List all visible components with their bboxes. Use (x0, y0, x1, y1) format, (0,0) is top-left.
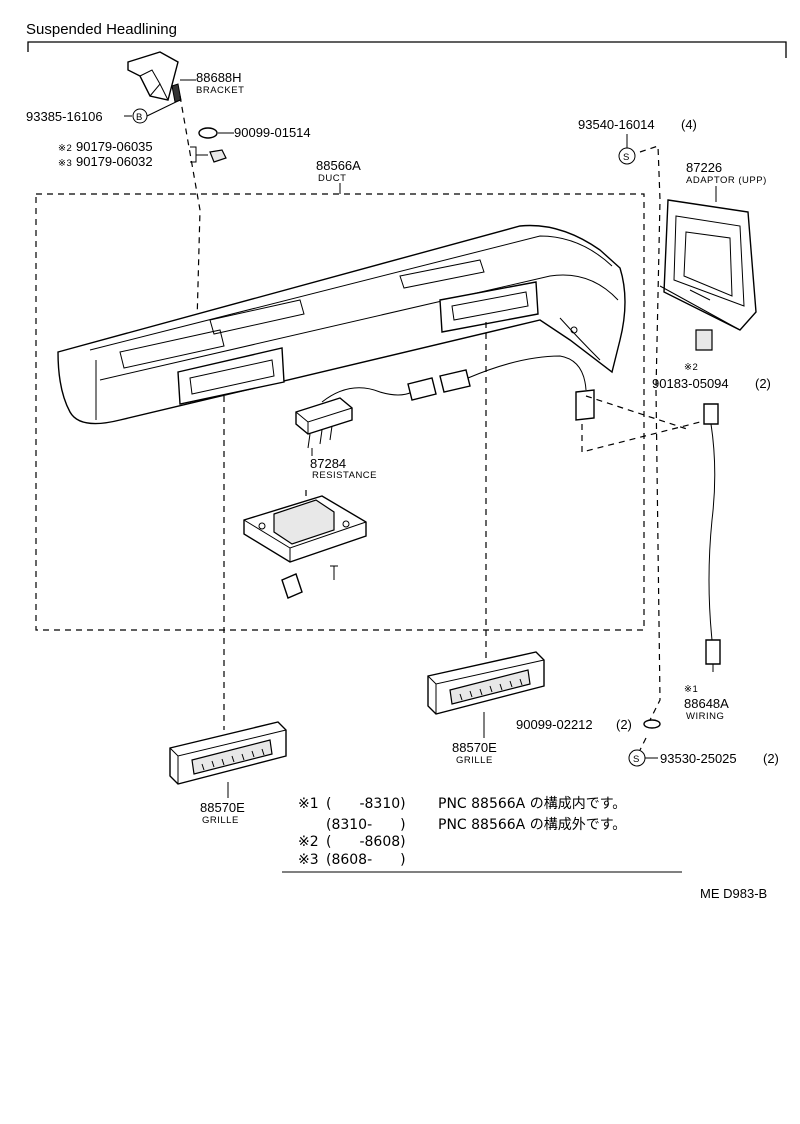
nut-number: 90183-05094 (652, 376, 729, 391)
lamp-base-part (243, 495, 367, 563)
screw-bottom-number: 93530-25025 (660, 751, 737, 766)
grille-right-name: GRILLE (456, 755, 493, 766)
dashed-connector-link-2 (585, 395, 691, 431)
duct-part (57, 224, 626, 425)
title-border (27, 41, 787, 58)
duct-assembly-box (35, 193, 645, 631)
dashed-screw-bottom (649, 389, 661, 721)
clip-part (209, 149, 227, 163)
wiring-mark: ※1 (684, 684, 698, 695)
harness-wire-1 (321, 387, 413, 403)
leader-clips (190, 146, 208, 163)
connector-3 (575, 389, 595, 421)
bracket-number: 88688H (196, 70, 242, 85)
wiring-name: WIRING (686, 711, 724, 722)
dashed-bracket-path (179, 95, 201, 361)
dashed-connector-link (581, 419, 709, 453)
nut-part (695, 329, 713, 351)
grille-left-number: 88570E (200, 800, 245, 815)
washer-bottom-qty: (2) (616, 717, 632, 732)
screw-top-number: 93540-16014 (578, 117, 655, 132)
note-3-range: ( -8608) (326, 834, 406, 850)
clip3-number: 90179-06032 (76, 154, 153, 169)
screw-bottom-symbol: S (633, 754, 640, 765)
leader-bolt-2 (146, 99, 181, 117)
note-2-range: (8310- ) (326, 817, 406, 833)
grille-right-part (427, 651, 545, 715)
duct-name: DUCT (318, 173, 346, 184)
bolt-number: 93385-16106 (26, 109, 103, 124)
wiring-part (703, 403, 721, 672)
screw-top-symbol: S (623, 152, 630, 163)
wiring-number: 88648A (684, 696, 729, 711)
dashed-screw-top (639, 145, 661, 391)
clip2-mark: ※2 (58, 143, 72, 154)
note-2-text: PNC 88566A の構成外です。 (438, 817, 626, 833)
washer-number: 90099-01514 (234, 125, 311, 140)
adaptor-name: ADAPTOR (UPP) (686, 175, 767, 186)
nut-mark: ※2 (684, 362, 698, 373)
washer-bottom-part (643, 719, 661, 729)
bracket-name: BRACKET (196, 85, 244, 96)
grille-right-number: 88570E (452, 740, 497, 755)
lamp-bulb (281, 573, 303, 599)
note-4-range: (8608- ) (326, 852, 406, 868)
bracket-part (127, 51, 182, 103)
dashed-washer-screw (639, 737, 647, 751)
resistance-number: 87284 (310, 456, 346, 471)
resistance-part (295, 397, 353, 449)
resistance-name: RESISTANCE (312, 470, 377, 481)
screw-top-qty: (4) (681, 117, 697, 132)
bolt-symbol: B (136, 112, 143, 123)
note-3-mark: ※2 (298, 834, 319, 850)
lamp-screw (330, 565, 338, 580)
note-1-range: ( -8310) (326, 796, 406, 812)
screw-bottom-qty: (2) (763, 751, 779, 766)
duct-number: 88566A (316, 158, 361, 173)
adaptor-number: 87226 (686, 160, 722, 175)
note-4-mark: ※3 (298, 852, 319, 868)
notes-block: ※1 ( -8310) PNC 88566A の構成内です。 (8310- ) … (282, 796, 682, 873)
connector-2 (439, 369, 471, 393)
diagram-code: ME D983-B (700, 886, 767, 901)
clip2-number: 90179-06035 (76, 139, 153, 154)
note-1-text: PNC 88566A の構成内です。 (438, 796, 626, 812)
connector-1 (407, 377, 437, 401)
grille-left-part (169, 721, 287, 785)
washer-part (198, 127, 218, 139)
adaptor-part (659, 199, 757, 331)
nut-qty: (2) (755, 376, 771, 391)
note-1-mark: ※1 (298, 796, 319, 812)
grille-left-name: GRILLE (202, 815, 239, 826)
diagram-title: Suspended Headlining (26, 21, 177, 38)
clip3-mark: ※3 (58, 158, 72, 169)
harness-wire-2 (467, 355, 587, 391)
washer-bottom-number: 90099-02212 (516, 717, 593, 732)
